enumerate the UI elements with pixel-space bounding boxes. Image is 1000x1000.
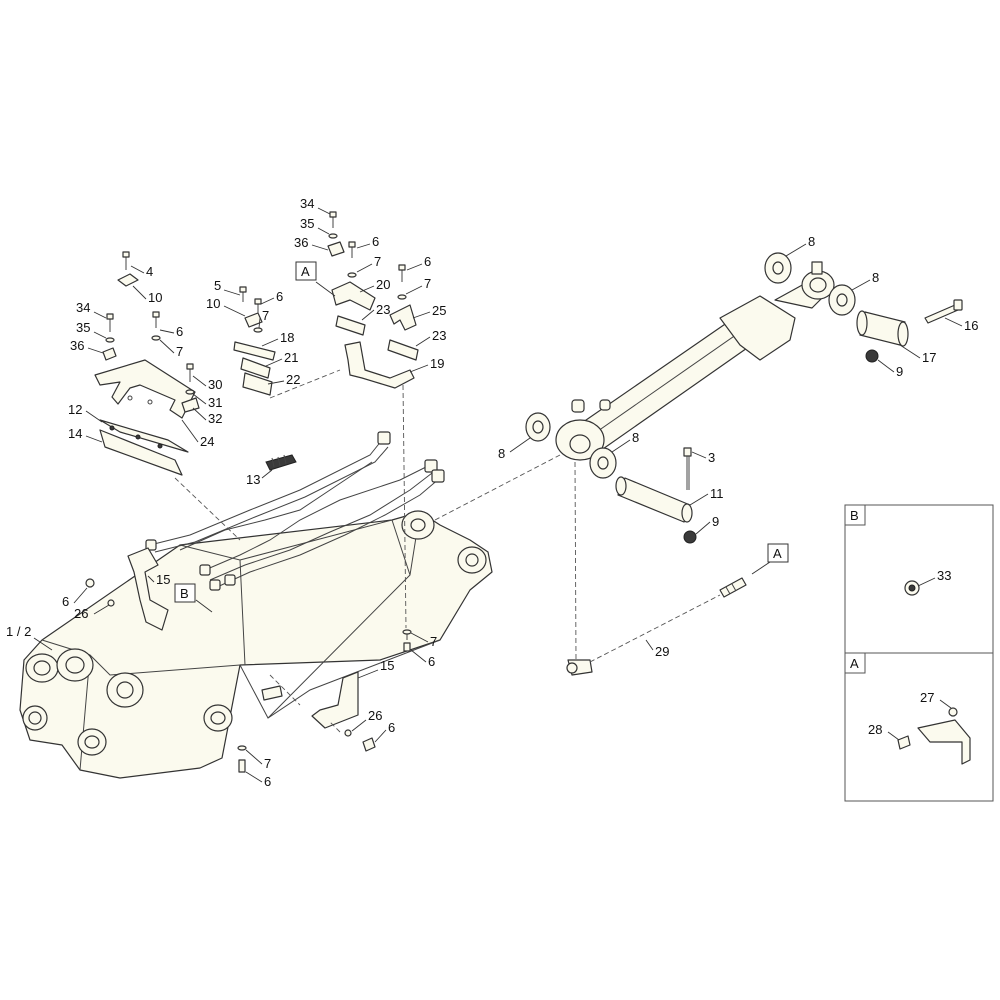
fitting-27 xyxy=(948,707,958,717)
callout-33: 33 xyxy=(937,568,951,583)
callout-36-left: 36 xyxy=(70,338,84,353)
boom-arm xyxy=(19,510,493,779)
thrust-washer-8-top xyxy=(764,252,792,284)
svg-text:A: A xyxy=(773,546,782,561)
callout-6-e: 6 xyxy=(62,594,69,609)
callout-9-b: 9 xyxy=(712,514,719,529)
callout-6-h: 6 xyxy=(264,774,271,789)
ref-box-b: B xyxy=(174,583,213,613)
callout-8-b: 8 xyxy=(872,270,879,285)
callout-6-c: 6 xyxy=(176,324,183,339)
callout-27: 27 xyxy=(920,690,934,705)
callout-21: 21 xyxy=(284,350,298,365)
callout-4: 4 xyxy=(146,264,153,279)
callout-18: 18 xyxy=(280,330,294,345)
thrust-washer-8-lower xyxy=(589,447,617,479)
detail-panel-a: A 27 28 xyxy=(844,652,994,802)
callout-34-left: 34 xyxy=(76,300,90,315)
callout-7-a: 7 xyxy=(374,254,381,269)
callout-8-c: 8 xyxy=(498,446,505,461)
callout-10-b: 10 xyxy=(206,296,220,311)
detail-panel-b: B 33 xyxy=(844,504,994,654)
callouts: 34 35 36 6 7 20 23 6 7 25 23 19 4 10 34 … xyxy=(6,196,978,789)
callout-22: 22 xyxy=(286,372,300,387)
fitting-28 xyxy=(897,735,911,750)
callout-23-a: 23 xyxy=(376,302,390,317)
callout-8-d: 8 xyxy=(632,430,639,445)
bracket-group-left xyxy=(94,273,276,476)
callout-26-b: 26 xyxy=(368,708,382,723)
callout-26-a: 26 xyxy=(74,606,88,621)
svg-text:A: A xyxy=(850,656,859,671)
pin-11 xyxy=(615,476,693,523)
callout-7-b: 7 xyxy=(424,276,431,291)
callout-7-f: 7 xyxy=(264,756,271,771)
pin-17 xyxy=(856,310,909,347)
bracket-15-right xyxy=(311,671,359,729)
callout-6-b: 6 xyxy=(424,254,431,269)
fitting-elbow-29 xyxy=(566,659,593,676)
callout-9-a: 9 xyxy=(896,364,903,379)
hose-clamp-block xyxy=(265,454,297,471)
callout-6-d: 6 xyxy=(276,289,283,304)
ref-box-a-top: A xyxy=(295,261,336,297)
callout-8-a: 8 xyxy=(808,234,815,249)
callout-15-b: 15 xyxy=(380,658,394,673)
svg-text:B: B xyxy=(180,586,189,601)
callout-34-top: 34 xyxy=(300,196,314,211)
callout-23-b: 23 xyxy=(432,328,446,343)
callout-5: 5 xyxy=(214,278,221,293)
callout-6-f: 6 xyxy=(428,654,435,669)
ref-box-a-right: A xyxy=(751,543,789,575)
hydraulic-hoses xyxy=(145,431,445,591)
hardware-bolts xyxy=(85,211,412,773)
callout-28: 28 xyxy=(868,722,882,737)
callout-14: 14 xyxy=(68,426,82,441)
callout-6-g: 6 xyxy=(388,720,395,735)
thrust-washer-8-right xyxy=(828,284,856,316)
callout-12: 12 xyxy=(68,402,82,417)
bolt-16 xyxy=(924,299,963,324)
fitting-straight xyxy=(719,577,747,598)
callout-32: 32 xyxy=(208,411,222,426)
callout-24: 24 xyxy=(200,434,214,449)
callout-19: 19 xyxy=(430,356,444,371)
callout-29: 29 xyxy=(655,644,669,659)
hydraulic-cylinder xyxy=(555,261,835,461)
dashed-leaders xyxy=(174,369,721,733)
callout-31: 31 xyxy=(208,395,222,410)
callout-6-a: 6 xyxy=(372,234,379,249)
callout-35-left: 35 xyxy=(76,320,90,335)
callout-17: 17 xyxy=(922,350,936,365)
callout-1-2: 1 / 2 xyxy=(6,624,31,639)
callout-16: 16 xyxy=(964,318,978,333)
nut-9-top xyxy=(865,349,879,363)
callout-7-d: 7 xyxy=(262,308,269,323)
bracket-detail-a xyxy=(917,719,971,765)
callout-20: 20 xyxy=(376,277,390,292)
callout-35-top: 35 xyxy=(300,216,314,231)
thrust-washer-8-left xyxy=(525,412,551,442)
callout-7-e: 7 xyxy=(430,634,437,649)
svg-text:B: B xyxy=(850,508,859,523)
callout-15-a: 15 xyxy=(156,572,170,587)
callout-36-top: 36 xyxy=(294,235,308,250)
callout-11: 11 xyxy=(710,486,724,501)
bracket-15-left xyxy=(127,547,169,631)
bracket-group-center xyxy=(331,281,419,389)
callout-7-c: 7 xyxy=(176,344,183,359)
bolt-3 xyxy=(683,447,692,490)
callout-3: 3 xyxy=(708,450,715,465)
plug-33 xyxy=(904,580,920,596)
callout-30: 30 xyxy=(208,377,222,392)
svg-text:A: A xyxy=(301,264,310,279)
callout-13: 13 xyxy=(246,472,260,487)
callout-10-a: 10 xyxy=(148,290,162,305)
callout-25: 25 xyxy=(432,303,446,318)
nut-9-lower xyxy=(683,530,697,544)
